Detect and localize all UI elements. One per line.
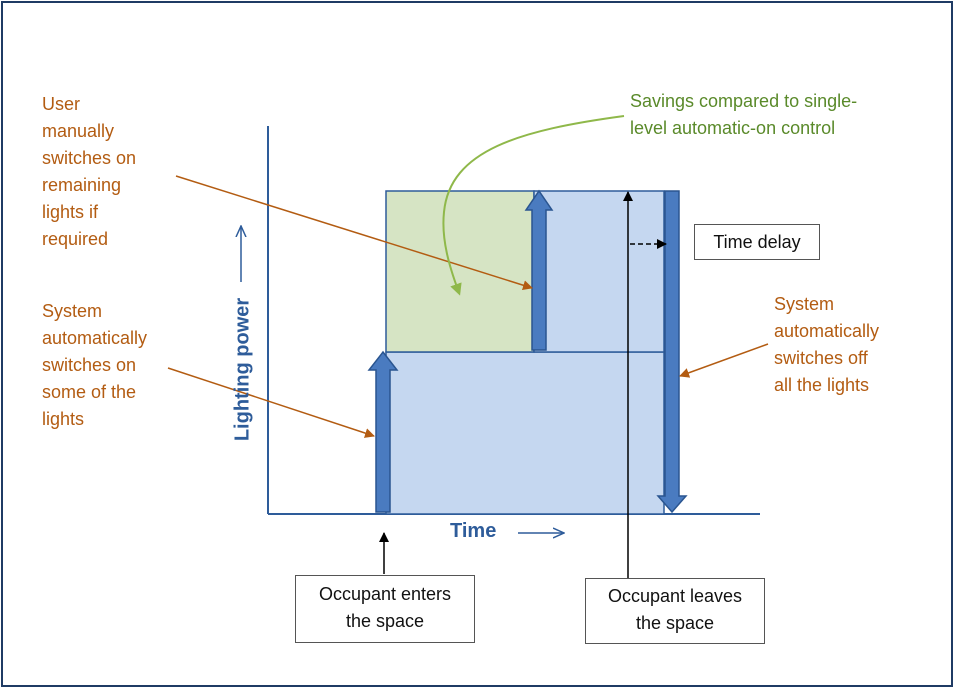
manual-on-pointer — [175, 175, 533, 291]
manual-on-annotation: User manually switches on remaining ligh… — [42, 94, 137, 249]
occupant-leaves-box: Occupant leaves the space — [585, 578, 765, 644]
occupant-enters-box: Occupant enters the space — [295, 575, 475, 643]
full-level-region — [533, 190, 665, 353]
x-axis-label: Time — [450, 520, 497, 542]
low-level-region — [385, 351, 665, 515]
y-axis-label: Lighting power — [231, 297, 254, 442]
savings-pointer — [442, 115, 625, 296]
savings-region — [385, 190, 535, 353]
time-delay-box: Time delay — [694, 224, 820, 260]
auto-off-arrow — [656, 190, 688, 514]
savings-annotation: Savings compared to single- level automa… — [630, 91, 858, 138]
auto-off-pointer — [679, 343, 769, 378]
auto-on-annotation: System automatically switches on some of… — [42, 301, 148, 429]
auto-off-annotation: System automatically switches off all th… — [774, 294, 880, 395]
manual-on-arrow — [524, 189, 554, 351]
auto-on-pointer — [167, 367, 375, 438]
auto-on-arrow — [367, 350, 399, 513]
